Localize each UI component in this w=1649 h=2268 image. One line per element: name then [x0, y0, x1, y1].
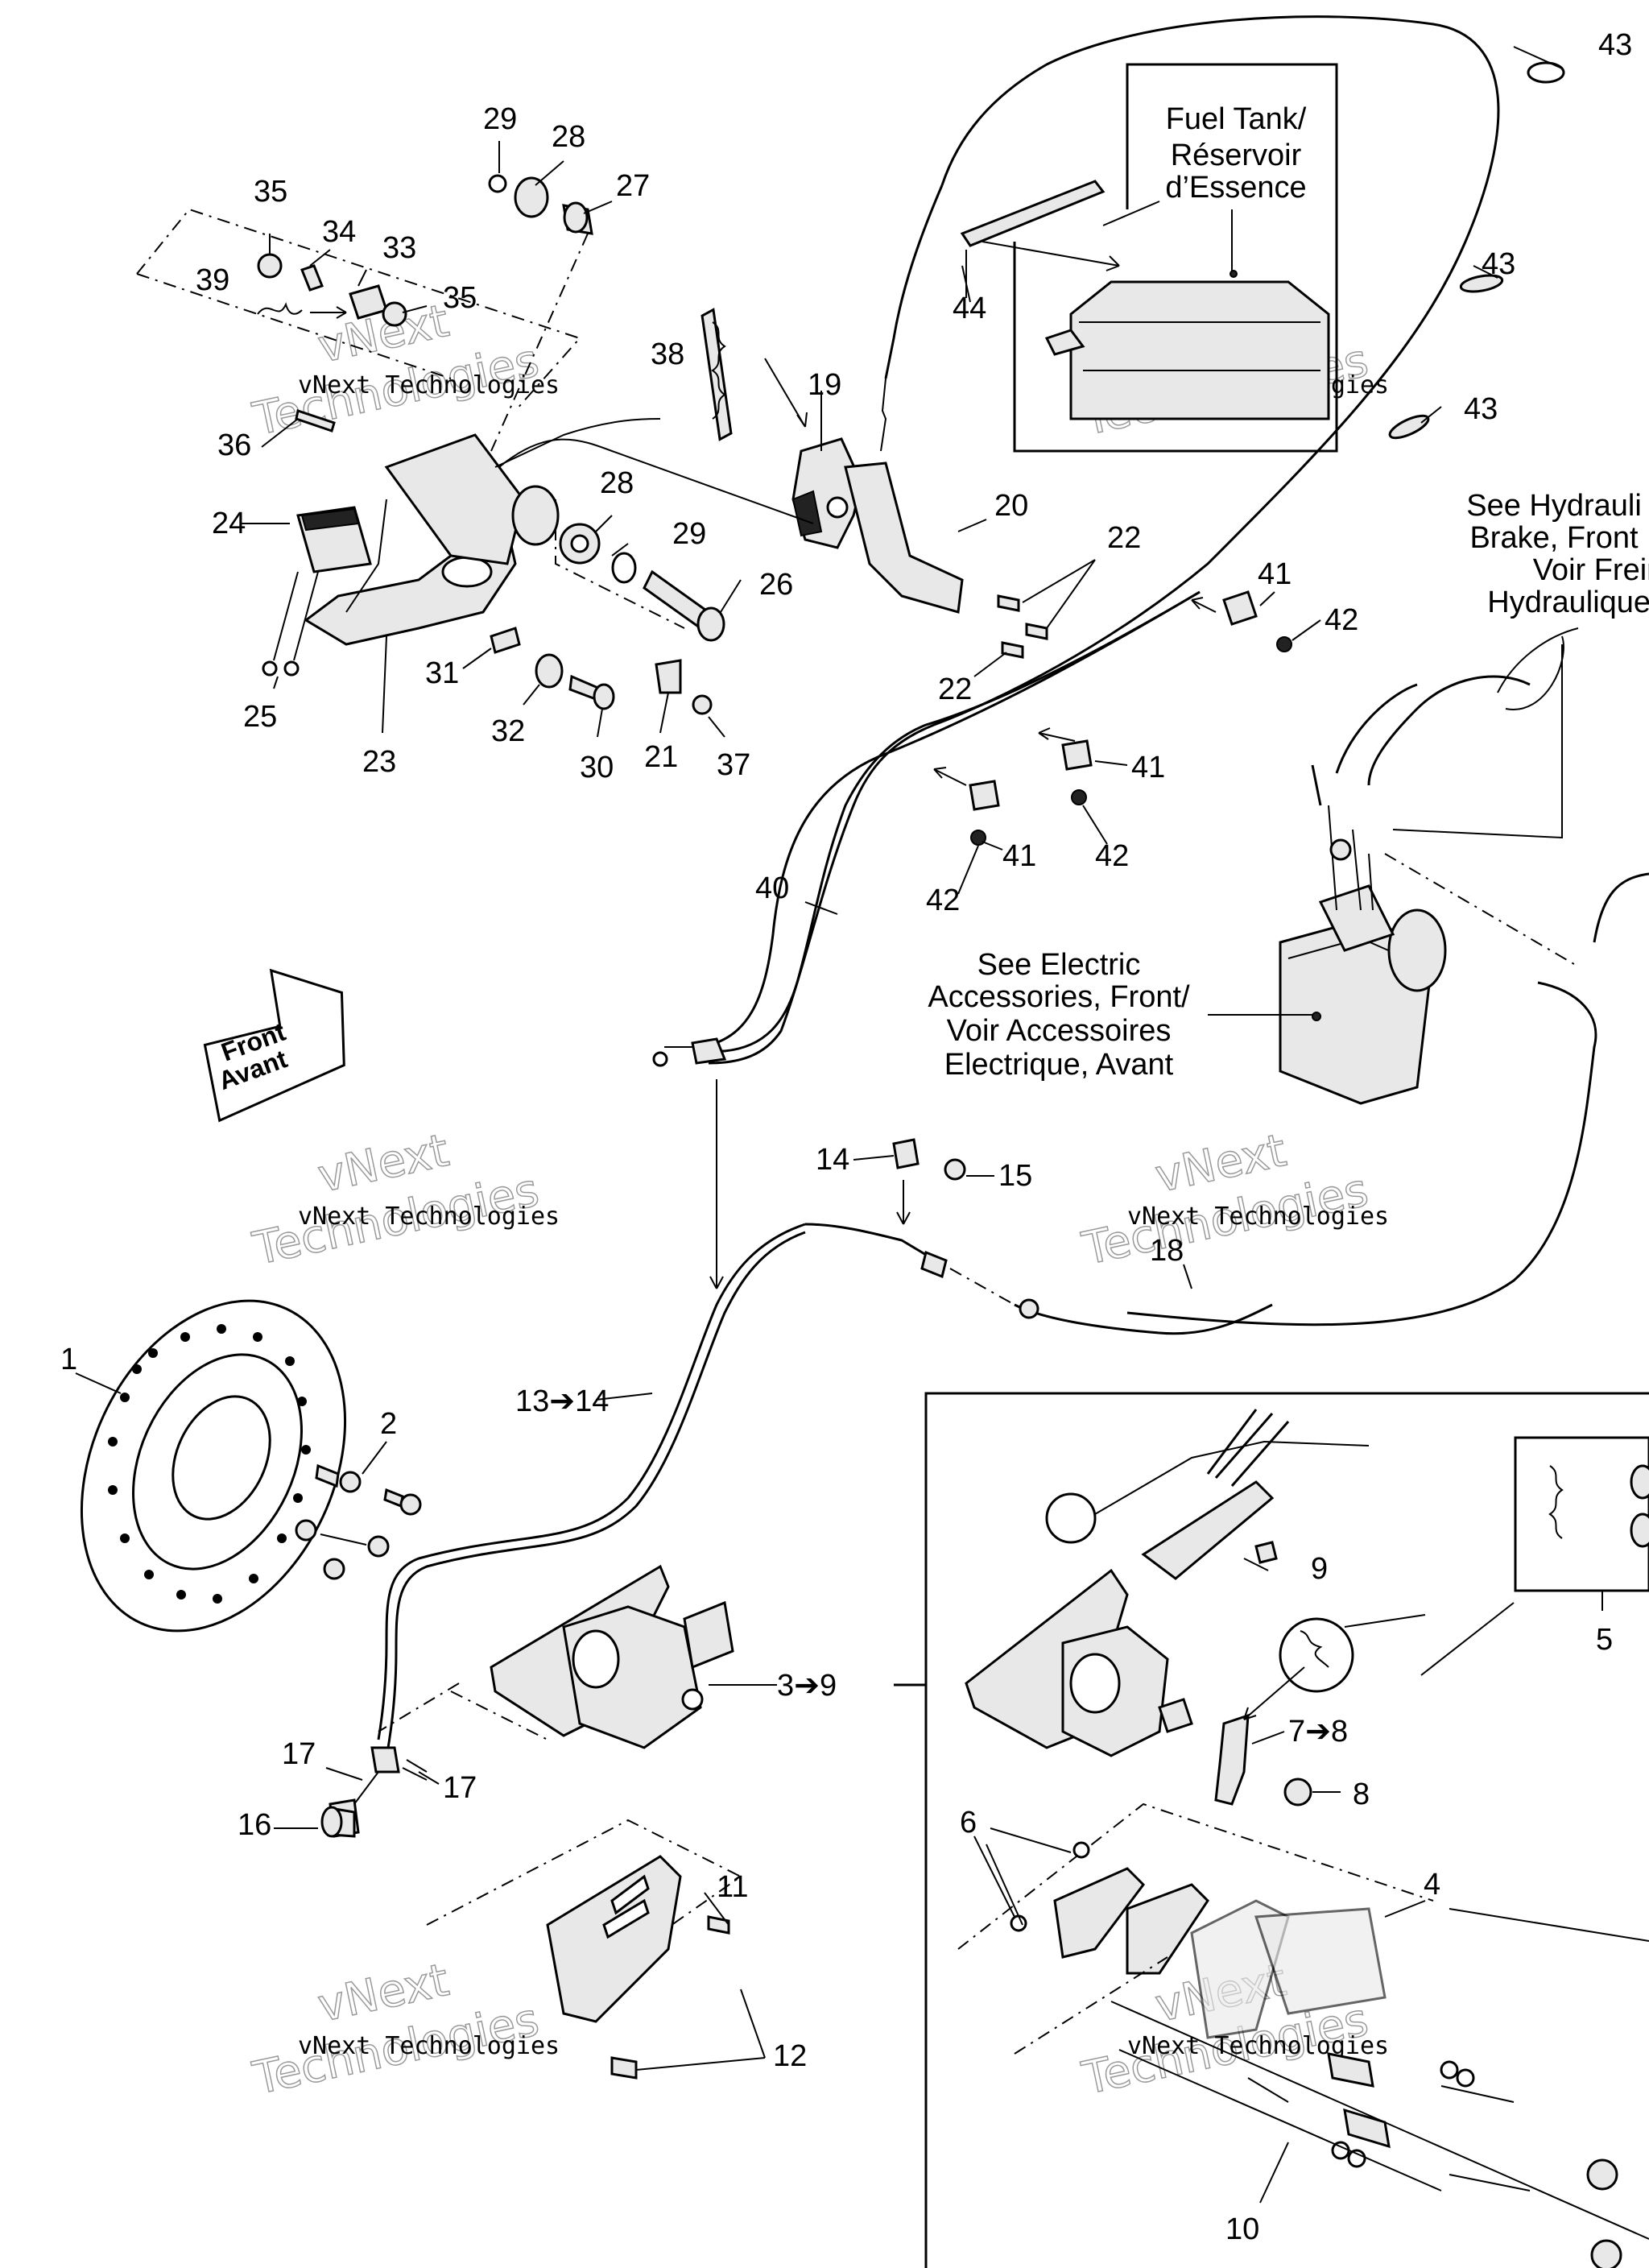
- callout-24: 24: [212, 507, 246, 540]
- svg-text:vNext Technologies: vNext Technologies: [1127, 2032, 1389, 2060]
- svg-text:vNext Technologies: vNext Technologies: [1127, 1202, 1389, 1231]
- fuel-tank-inset: [960, 63, 1338, 453]
- svg-text:Voir Frein: Voir Frein: [1533, 553, 1649, 587]
- abs-module: [1126, 627, 1649, 1326]
- svg-text:Réservoir: Réservoir: [1171, 139, 1302, 172]
- callout-5: 5: [1596, 1623, 1613, 1657]
- callout-10: 10: [1225, 2212, 1259, 2246]
- svg-text:vNext Technologies: vNext Technologies: [298, 2032, 560, 2060]
- callout-15: 15: [998, 1159, 1032, 1193]
- callout-41-top: 41: [1258, 557, 1292, 591]
- callout-35-right: 35: [443, 281, 477, 315]
- watermark-5: vNext Technologies vNext Technologies: [248, 1953, 560, 2105]
- callout-23: 23: [362, 745, 396, 779]
- parking-lever-assembly: [498, 308, 1048, 659]
- callout-22-bottom: 22: [938, 673, 972, 706]
- callout-25: 25: [243, 700, 277, 734]
- callout-33: 33: [382, 231, 416, 265]
- watermark-4: vNext Technologies vNext Technologies: [1077, 1124, 1389, 1276]
- front-direction-arrow: Front Avant: [203, 968, 345, 1123]
- svg-text:Voir Accessoires: Voir Accessoires: [947, 1014, 1172, 1048]
- callout-41-low: 41: [1002, 839, 1036, 873]
- brake-hose-13: [329, 1223, 806, 1838]
- callout-27: 27: [616, 169, 650, 203]
- svg-text:Accessories, Front/: Accessories, Front/: [928, 980, 1190, 1014]
- callout-4: 4: [1424, 1868, 1440, 1902]
- svg-text:Electrique, Avant: Electrique, Avant: [944, 1048, 1174, 1082]
- brake-cable-40: [652, 590, 1292, 1289]
- callout-43-low: 43: [1464, 392, 1498, 426]
- callout-30: 30: [580, 751, 614, 784]
- svg-text:Hydraulique, Av: Hydraulique, Av: [1487, 586, 1649, 619]
- callout-21: 21: [644, 740, 678, 774]
- callout-14: 14: [816, 1143, 849, 1177]
- callout-7-8: 7➔8: [1288, 1715, 1348, 1749]
- callout-6: 6: [960, 1806, 977, 1840]
- callout-28-top: 28: [552, 120, 585, 154]
- callout-43-mid: 43: [1482, 247, 1515, 281]
- svg-text:vNext Technologies: vNext Technologies: [298, 1202, 560, 1231]
- detail-box: [894, 1392, 1649, 2268]
- callout-17-left: 17: [282, 1737, 316, 1771]
- callout-22-right: 22: [1107, 521, 1141, 555]
- callout-42-top: 42: [1325, 603, 1358, 637]
- callout-40: 40: [755, 871, 789, 905]
- callout-35-top: 35: [254, 175, 287, 209]
- leader-lines: [75, 46, 1603, 2204]
- callout-31: 31: [425, 656, 459, 690]
- svg-text:See Electric: See Electric: [977, 948, 1141, 982]
- svg-text:vNext Technologies: vNext Technologies: [298, 371, 560, 399]
- brake-disc: [80, 1299, 422, 1633]
- callout-32: 32: [491, 714, 525, 748]
- svg-text:See Hydrauli: See Hydrauli: [1466, 489, 1642, 523]
- callout-11: 11: [717, 1870, 748, 1904]
- callouts: 1 2 3➔9 4 5 6 7➔8 8 9 10 11 12 13➔14 14 …: [60, 28, 1632, 2246]
- brake-pedal-assembly: [136, 174, 725, 715]
- callout-29-mid: 29: [672, 517, 706, 551]
- callout-44: 44: [953, 292, 986, 325]
- callout-19: 19: [808, 368, 841, 402]
- parking-cable-loop: [708, 15, 1565, 1065]
- electric-note: See Electric Accessories, Front/ Voir Ac…: [928, 948, 1190, 1082]
- callout-26: 26: [759, 568, 793, 602]
- brake-line-18: [804, 1138, 1273, 1335]
- svg-text:Fuel Tank/: Fuel Tank/: [1166, 102, 1307, 136]
- callout-8: 8: [1353, 1778, 1370, 1811]
- callout-28-mid: 28: [600, 466, 634, 500]
- callout-3-9: 3➔9: [777, 1669, 837, 1703]
- callout-20: 20: [994, 489, 1028, 523]
- callout-1: 1: [60, 1343, 77, 1376]
- callout-29-top: 29: [483, 102, 517, 136]
- callout-38: 38: [651, 337, 684, 371]
- callout-37: 37: [717, 748, 750, 782]
- watermark-3: vNext Technologies vNext Technologies: [248, 1124, 560, 1276]
- caliper-left: [320, 1564, 734, 1838]
- svg-text:Brake, Front: Brake, Front: [1469, 521, 1639, 555]
- callout-16: 16: [238, 1808, 271, 1842]
- callout-17-right: 17: [443, 1771, 477, 1805]
- callout-41-mid: 41: [1131, 751, 1165, 784]
- caliper-bracket: [426, 1819, 742, 2080]
- callout-43-top: 43: [1598, 28, 1632, 62]
- callout-34: 34: [322, 215, 356, 249]
- fuel-tank-note: Fuel Tank/ Réservoir d’Essence: [1165, 102, 1306, 205]
- callout-12: 12: [773, 2039, 807, 2073]
- callout-18: 18: [1150, 1234, 1184, 1268]
- callout-9: 9: [1311, 1552, 1328, 1586]
- callout-39: 39: [196, 263, 229, 297]
- callout-13-14: 13➔14: [515, 1384, 609, 1418]
- hydraulic-note: See Hydrauli Brake, Front Voir Frein Hyd…: [1466, 489, 1649, 619]
- callout-42-low: 42: [926, 884, 960, 917]
- svg-text:d’Essence: d’Essence: [1165, 171, 1306, 205]
- callout-36: 36: [217, 428, 251, 462]
- callout-2: 2: [380, 1407, 397, 1441]
- callout-42-mid: 42: [1095, 839, 1129, 873]
